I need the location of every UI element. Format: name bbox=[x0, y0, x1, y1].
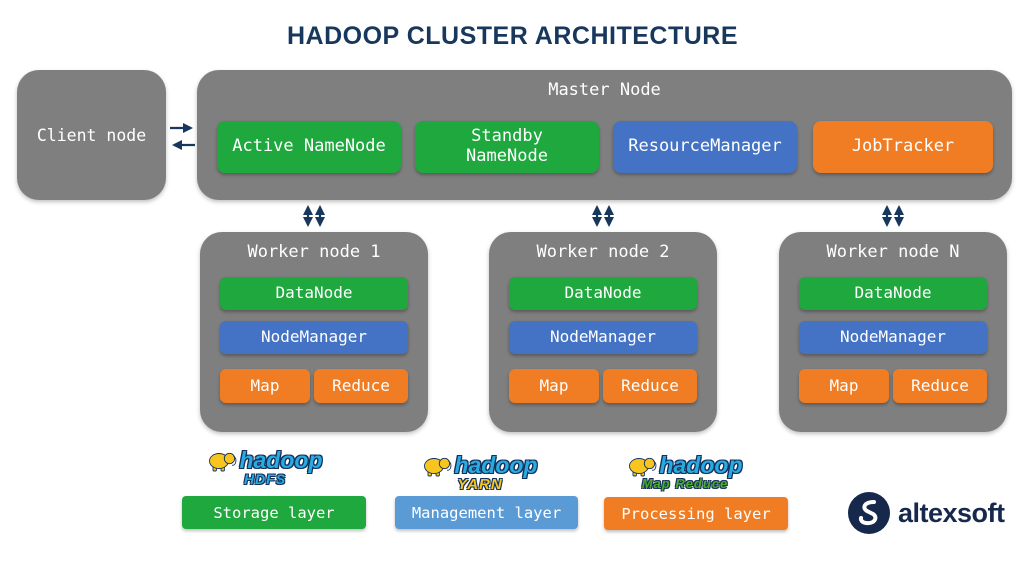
hadoop-elephant-icon bbox=[424, 457, 452, 476]
hadoop-wordmark: hadoop bbox=[239, 447, 323, 473]
worker-n-reduce: Reduce bbox=[893, 369, 987, 403]
worker-n-map: Map bbox=[799, 369, 889, 403]
worker-2-map: Map bbox=[509, 369, 599, 403]
yarn-label: YARN bbox=[457, 476, 503, 493]
worker-node-2-box: Worker node 2 DataNode NodeManager Map R… bbox=[489, 232, 717, 432]
hadoop-mapreduce-logo: hadoop Map Reduce bbox=[615, 452, 755, 491]
master-node-title: Master Node bbox=[548, 80, 661, 100]
client-node-label: Client node bbox=[36, 125, 147, 145]
worker-2-datanode: DataNode bbox=[509, 277, 697, 310]
worker-2-reduce: Reduce bbox=[603, 369, 697, 403]
worker-1-nodemanager: NodeManager bbox=[220, 321, 408, 354]
hadoop-wordmark: hadoop bbox=[659, 452, 743, 478]
worker-2-nodemanager: NodeManager bbox=[509, 321, 697, 354]
management-layer-label: Management layer bbox=[395, 496, 578, 529]
altexsoft-wordmark: altexsoft bbox=[898, 497, 1005, 528]
client-master-arrows bbox=[170, 122, 195, 151]
hadoop-elephant-icon bbox=[209, 452, 237, 471]
worker-node-2-title: Worker node 2 bbox=[536, 242, 670, 262]
worker-node-n-title: Worker node N bbox=[826, 242, 960, 262]
worker-node-n-box: Worker node N DataNode NodeManager Map R… bbox=[779, 232, 1007, 432]
worker-1-map: Map bbox=[220, 369, 310, 403]
client-node-box: Client node bbox=[17, 70, 166, 200]
worker-n-nodemanager: NodeManager bbox=[799, 321, 987, 354]
hadoop-wordmark: hadoop bbox=[454, 452, 538, 478]
master-worker2-arrows bbox=[591, 204, 615, 228]
mapreduce-label: Map Reduce bbox=[641, 476, 729, 491]
worker-1-reduce: Reduce bbox=[314, 369, 408, 403]
processing-layer-label: Processing layer bbox=[604, 497, 788, 530]
standby-namenode: Standby NameNode bbox=[415, 121, 599, 173]
master-worker1-arrows bbox=[302, 204, 326, 228]
hadoop-yarn-logo: hadoop YARN bbox=[410, 452, 550, 493]
standby-namenode-label: Standby NameNode bbox=[466, 126, 548, 166]
hadoop-elephant-icon bbox=[629, 457, 657, 476]
page-title: HADOOP CLUSTER ARCHITECTURE bbox=[286, 22, 738, 50]
worker-node-1-box: Worker node 1 DataNode NodeManager Map R… bbox=[200, 232, 428, 432]
resource-manager: ResourceManager bbox=[613, 121, 797, 173]
altexsoft-logo-icon bbox=[848, 492, 890, 534]
hadoop-hdfs-logo: hadoop HDFS bbox=[195, 447, 335, 487]
hdfs-label: HDFS bbox=[243, 471, 287, 487]
worker-1-datanode: DataNode bbox=[220, 277, 408, 310]
storage-layer-label: Storage layer bbox=[182, 496, 366, 529]
master-node-box: Master Node Active NameNode Standby Name… bbox=[197, 70, 1012, 200]
job-tracker: JobTracker bbox=[813, 121, 993, 173]
worker-n-datanode: DataNode bbox=[799, 277, 987, 310]
worker-node-1-title: Worker node 1 bbox=[247, 242, 381, 262]
master-workerN-arrows bbox=[881, 204, 905, 228]
altexsoft-brand: altexsoft bbox=[848, 492, 1005, 534]
active-namenode: Active NameNode bbox=[217, 121, 401, 173]
